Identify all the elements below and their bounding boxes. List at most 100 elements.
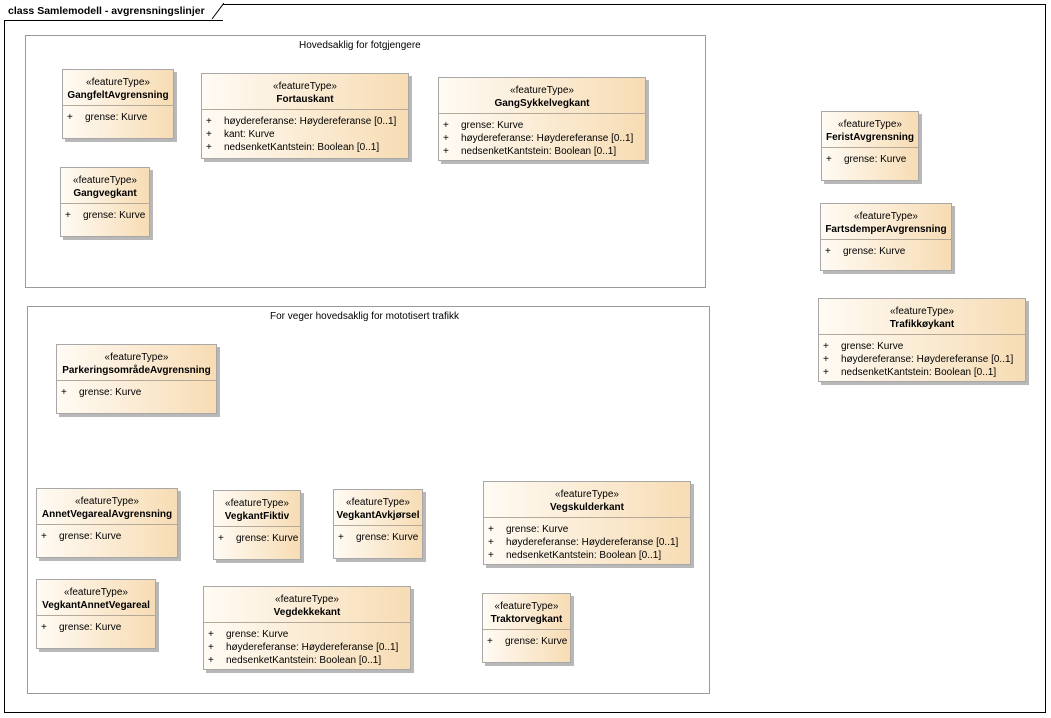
class-name: Traktorvegkant bbox=[490, 614, 563, 625]
diagram-title-tab: class Samlemodell - avgrensningslinjer bbox=[4, 3, 224, 21]
class-parkeringsområdeavgrensning[interactable]: «featureType»ParkeringsområdeAvgrensning… bbox=[56, 344, 217, 414]
attribute-row: + høydereferanse: Høydereferanse [0..1] bbox=[204, 641, 410, 654]
package-motorisert-trafikk[interactable] bbox=[27, 306, 710, 694]
attribute-text: grense: Kurve bbox=[236, 533, 299, 544]
attribute-row: +grense: Kurve bbox=[57, 386, 216, 399]
attribute-row: +grense: Kurve bbox=[63, 111, 173, 124]
attribute-text: kant: Kurve bbox=[224, 129, 275, 140]
attribute-text: høydereferanse: Høydereferanse [0..1] bbox=[841, 354, 1014, 365]
class-stereotype: «featureType» bbox=[346, 497, 410, 508]
visibility-marker: + bbox=[208, 655, 214, 666]
class-name: VegkantAvkjørsel bbox=[336, 510, 420, 521]
attribute-row: +nedsenketKantstein: Boolean [0..1] bbox=[202, 141, 408, 154]
visibility-marker: + bbox=[443, 133, 449, 144]
visibility-marker: + bbox=[488, 537, 494, 548]
class-name: Fortauskant bbox=[276, 94, 334, 105]
attribute-text: nedsenketKantstein: Boolean [0..1] bbox=[461, 146, 617, 157]
class-attributes: +grense: Kurve bbox=[334, 526, 422, 544]
class-attributes: + grense: Kurve bbox=[214, 527, 300, 545]
attribute-text: grense: Kurve bbox=[843, 246, 906, 257]
attribute-text: høydereferanse: Høydereferanse [0..1] bbox=[506, 537, 679, 548]
class-header: «featureType» Vegskulderkant bbox=[484, 482, 690, 518]
class-attributes: +grense: Kurve bbox=[822, 148, 918, 166]
visibility-marker: + bbox=[443, 120, 449, 131]
class-header: «featureType»Traktorvegkant bbox=[483, 594, 570, 630]
class-attributes: +grense: Kurve+høydereferanse: Høyderefe… bbox=[204, 623, 410, 667]
class-header: «featureType»ParkeringsområdeAvgrensning bbox=[57, 345, 216, 381]
visibility-marker: + bbox=[823, 354, 829, 365]
attribute-text: høydereferanse: Høydereferanse [0..1] bbox=[226, 642, 399, 653]
class-header: «featureType»FartsdemperAvgrensning bbox=[821, 204, 951, 240]
package-label: Hovedsaklig for fotgjengere bbox=[299, 40, 421, 51]
class-header: «featureType» VegkantAvkjørsel bbox=[334, 490, 422, 526]
attribute-text: grense: Kurve bbox=[844, 154, 907, 165]
diagram-title: class Samlemodell - avgrensningslinjer bbox=[8, 5, 205, 17]
class-gangfeltavgrensning[interactable]: «featureType» GangfeltAvgrensning +grense:… bbox=[62, 69, 174, 139]
attribute-row: + høydereferanse: Høydereferanse [0..1] bbox=[819, 353, 1025, 366]
class-attributes: +grense: Kurve bbox=[57, 381, 216, 399]
visibility-marker: + bbox=[825, 246, 831, 257]
class-fortauskant[interactable]: «featureType» Fortauskant + høydereferanse:… bbox=[201, 73, 409, 159]
package-label: For veger hovedsaklig for mototisert tra… bbox=[270, 311, 459, 322]
class-name: FeristAvgrensning bbox=[826, 132, 914, 143]
attribute-row: + grense: Kurve bbox=[821, 245, 951, 258]
attribute-row: + kant: Kurve bbox=[202, 128, 408, 141]
class-vegkantavkjørsel[interactable]: «featureType» VegkantAvkjørsel +grense: Ku… bbox=[333, 489, 423, 559]
class-name: Vegskulderkant bbox=[550, 502, 624, 513]
attribute-text: grense: Kurve bbox=[841, 341, 904, 352]
class-stereotype: «featureType» bbox=[75, 496, 139, 507]
visibility-marker: + bbox=[41, 531, 47, 542]
class-name: FartsdemperAvgrensning bbox=[825, 224, 947, 235]
class-attributes: + grense: Kurve bbox=[821, 240, 951, 258]
visibility-marker: + bbox=[206, 142, 212, 153]
class-stereotype: «featureType» bbox=[104, 352, 169, 363]
class-header: «featureType»Gangvegkant bbox=[61, 168, 149, 204]
attribute-text: nedsenketKantstein: Boolean [0..1] bbox=[226, 655, 382, 666]
visibility-marker: + bbox=[208, 642, 214, 653]
class-vegdekkekant[interactable]: «featureType»Vegdekkekant+grense: Kurve+… bbox=[203, 586, 411, 670]
attribute-row: +nedsenketKantstein: Boolean [0..1] bbox=[819, 366, 1025, 379]
attribute-text: grense: Kurve bbox=[505, 636, 568, 647]
visibility-marker: + bbox=[65, 210, 71, 221]
class-traktorvegkant[interactable]: «featureType»Traktorvegkant +grense: Kurv… bbox=[482, 593, 571, 663]
class-gangvegkant[interactable]: «featureType»Gangvegkant +grense: Kurve bbox=[60, 167, 150, 237]
class-header: «featureType» GangfeltAvgrensning bbox=[63, 70, 173, 106]
class-annetvegarealavgrensning[interactable]: «featureType»AnnetVegarealAvgrensning + gr… bbox=[36, 488, 178, 558]
attribute-row: +grense: Kurve bbox=[822, 153, 918, 166]
class-trafikkøykant[interactable]: «featureType»Trafikkøykant + grense: Kurve… bbox=[818, 298, 1026, 382]
attribute-text: grense: Kurve bbox=[85, 112, 148, 123]
class-vegkantannetvegareal[interactable]: «featureType»VegkantAnnetVegareal+grense… bbox=[36, 579, 156, 649]
class-attributes: + høydereferanse: Høydereferanse [0..1] + k… bbox=[202, 110, 408, 154]
visibility-marker: + bbox=[338, 532, 344, 543]
package-fotgjengere[interactable] bbox=[25, 35, 706, 288]
visibility-marker: + bbox=[488, 524, 494, 535]
attribute-row: + grense: Kurve bbox=[214, 532, 300, 545]
visibility-marker: + bbox=[206, 129, 212, 140]
visibility-marker: + bbox=[218, 533, 224, 544]
attribute-row: +grense: Kurve bbox=[483, 635, 570, 648]
class-stereotype: «featureType» bbox=[555, 489, 619, 500]
attribute-text: høydereferanse: Høydereferanse [0..1] bbox=[224, 116, 397, 127]
class-stereotype: «featureType» bbox=[86, 77, 150, 88]
attribute-row: + nedsenketKantstein: Boolean [0..1] bbox=[204, 654, 410, 667]
attribute-text: nedsenketKantstein: Boolean [0..1] bbox=[841, 367, 997, 378]
class-stereotype: «featureType» bbox=[838, 119, 902, 130]
attribute-text: grense: Kurve bbox=[59, 531, 122, 542]
tab-corner-icon bbox=[211, 3, 224, 20]
class-stereotype: «featureType» bbox=[73, 175, 137, 186]
class-vegskulderkant[interactable]: «featureType»Vegskulderkant+grense: Kurv… bbox=[483, 481, 691, 565]
class-header: «featureType»Vegdekkekant bbox=[204, 587, 410, 623]
class-gangsykkelvegkant[interactable]: «featureType»GangSykkelvegkant+grense: K… bbox=[438, 77, 646, 161]
attribute-row: +grense: Kurve bbox=[61, 209, 149, 222]
class-fartsdemperavgrensning[interactable]: «featureType»FartsdemperAvgrensning + gren… bbox=[820, 203, 952, 271]
class-header: «featureType» FeristAvgrensning bbox=[822, 112, 918, 148]
visibility-marker: + bbox=[208, 629, 214, 640]
class-feristavgrensning[interactable]: «featureType» FeristAvgrensning +grense: K… bbox=[821, 111, 919, 181]
class-name: GangfeltAvgrensning bbox=[67, 90, 169, 101]
class-header: «featureType»Trafikkøykant bbox=[819, 299, 1025, 335]
class-stereotype: «featureType» bbox=[273, 81, 337, 92]
class-vegkantfiktiv[interactable]: «featureType»VegkantFiktiv+grense: Kurve bbox=[213, 490, 301, 560]
class-header: «featureType»AnnetVegarealAvgrensning bbox=[37, 489, 177, 525]
class-attributes: +grense: Kurve+høydereferanse: Høyderefe… bbox=[439, 114, 645, 158]
visibility-marker: + bbox=[823, 341, 829, 352]
